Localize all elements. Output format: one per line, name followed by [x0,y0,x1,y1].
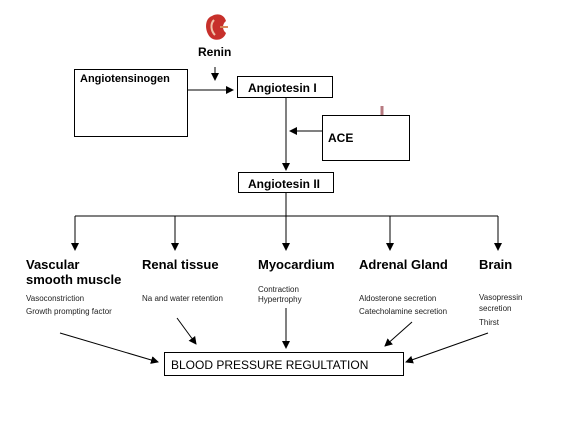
target-renal-tissue: Renal tissue Na and water retention [142,257,223,305]
kidney-icon [206,14,228,40]
target-brain: Brain Vasopressin secretion Thirst [479,257,522,328]
target-effect: Na and water retention [142,294,223,303]
target-effect: Vasoconstriction [26,294,85,303]
target-vascular-smooth-muscle: Vascular smooth muscle Vasoconstriction … [26,257,121,318]
angiotensinogen-label: Angiotensinogen [80,73,170,85]
ace-box [322,115,410,161]
target-title-line: Brain [479,257,513,272]
target-effect: Growth prompting factor [26,307,112,316]
blood-pressure-label: BLOOD PRESSURE REGULTATION [171,358,369,372]
angiotensin-2-box [238,172,334,193]
target-effect: Hypertrophy [258,295,302,304]
blood-pressure-box [164,352,404,376]
angiotensin-2-label: Angiotesin II [248,177,320,191]
target-myocardium: Myocardium Contraction Hypertrophy [258,257,335,305]
target-effect: Contraction [258,285,299,294]
target-adrenal-gland: Adrenal Gland Aldosterone secretion Cate… [359,257,448,318]
target-effect: Thirst [479,318,499,327]
target-effect: Aldosterone secretion [359,294,437,303]
angiotensinogen-box [74,69,188,137]
target-effect: secretion [479,304,512,313]
target-title-line: Myocardium [258,257,335,272]
angiotensin-1-box [237,76,333,98]
target-title-line: smooth muscle [26,272,122,287]
target-title-line: Adrenal Gland [359,257,448,272]
ace-label: ACE [328,131,354,145]
target-title-line: Vascular [26,257,80,272]
renin-label: Renin [198,45,232,59]
angiotensin-1-label: Angiotesin I [248,81,317,95]
target-effect: Vasopressin [479,293,523,302]
connectors [59,67,502,364]
target-effect: Catecholamine secretion [359,307,448,316]
target-title-line: Renal tissue [142,257,219,272]
